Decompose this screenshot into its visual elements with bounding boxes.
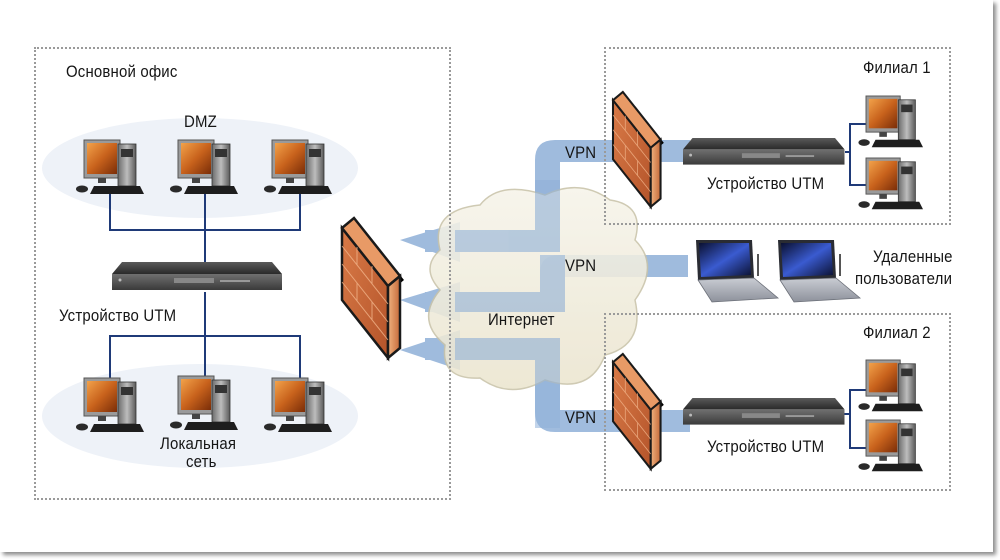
branch1-utm-label: Устройство UTM — [707, 174, 825, 193]
remote-users-label-line1: Удаленные — [873, 247, 953, 266]
branch2-title: Филиал 2 — [863, 323, 931, 342]
remote-users-label-line2: пользователи — [855, 269, 953, 288]
branch1-zone — [604, 47, 951, 225]
main-office-wiring — [109, 192, 301, 382]
main-office-zone — [34, 47, 451, 500]
lan-label-line1: Локальная — [160, 434, 237, 453]
branch2-utm-label: Устройство UTM — [707, 437, 825, 456]
main-utm-label: Устройство UTM — [59, 306, 177, 325]
remote-laptop-icon — [777, 239, 861, 303]
main-office-title: Основной офис — [66, 62, 178, 81]
dmz-label: DMZ — [184, 112, 217, 131]
lan-label-line2: сеть — [186, 452, 217, 471]
vpn-label-branch1: VPN — [565, 143, 597, 162]
vpn-label-remote: VPN — [565, 256, 597, 275]
remote-laptop-icon — [695, 239, 779, 303]
internet-label: Интернет — [488, 310, 555, 329]
branch2-zone — [604, 313, 951, 491]
branch1-title: Филиал 1 — [863, 58, 931, 77]
vpn-label-branch2: VPN — [565, 408, 597, 427]
